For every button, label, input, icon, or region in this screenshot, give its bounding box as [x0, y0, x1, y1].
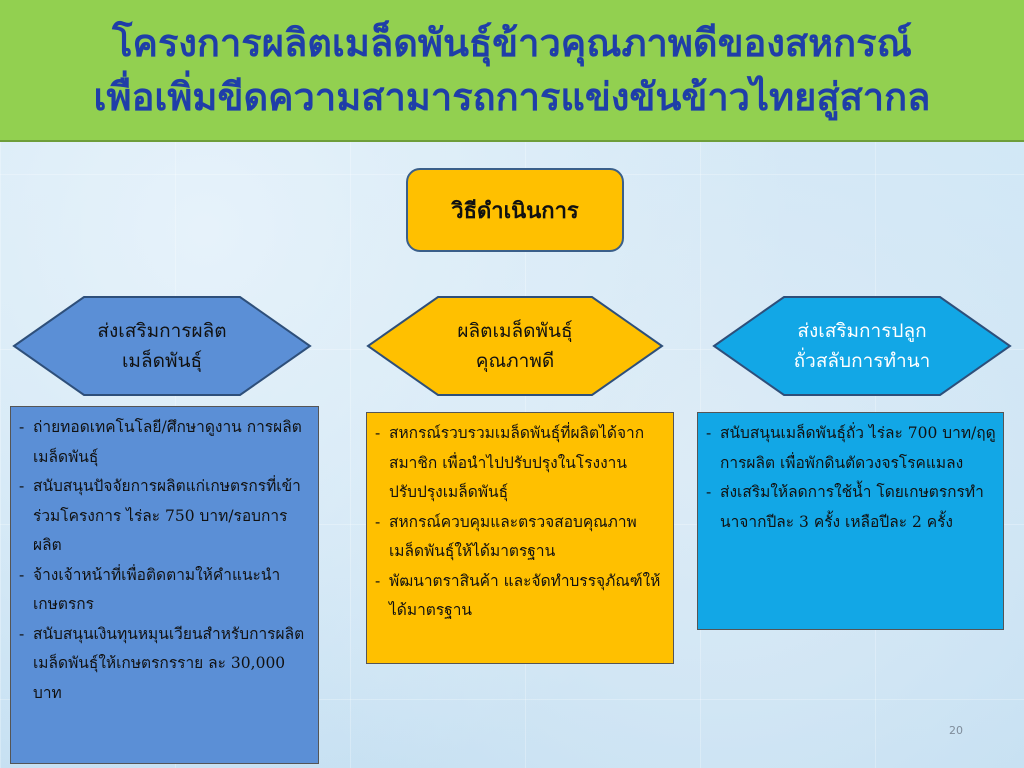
hexagon-label-line2: คุณภาพดี [475, 350, 555, 372]
panel-quality-seed: สหกรณ์รวบรวมเมล็ดพันธุ์ที่ผลิตได้จากสมาช… [366, 412, 674, 664]
panel-crop-rotation: สนับสนุนเมล็ดพันธุ์ถั่ว ไร่ละ 700 บาท/ฤด… [697, 412, 1004, 630]
panel-list: สนับสนุนเมล็ดพันธุ์ถั่ว ไร่ละ 700 บาท/ฤด… [706, 419, 997, 537]
list-item: สนับสนุนเมล็ดพันธุ์ถั่ว ไร่ละ 700 บาท/ฤด… [706, 419, 997, 478]
panel-list: ถ่ายทอดเทคโนโลยี/ศึกษาดูงาน การผลิตเมล็ด… [19, 413, 312, 708]
hexagon-label-line1: ส่งเสริมการปลูก [797, 320, 927, 342]
title-line-1: โครงการผลิตเมล็ดพันธุ์ข้าวคุณภาพดีของสหก… [112, 21, 912, 65]
method-label: วิธีดำเนินการ [451, 198, 579, 224]
list-item: สนับสนุนปัจจัยการผลิตแก่เกษตรกรที่เข้าร่… [19, 472, 312, 561]
hexagon-shape [712, 296, 1012, 396]
hexagon-crop-rotation: ส่งเสริมการปลูก ถั่วสลับการทำนา [712, 295, 1012, 397]
method-box: วิธีดำเนินการ [406, 168, 624, 252]
hexagon-quality-seed: ผลิตเมล็ดพันธุ์ คุณภาพดี [366, 295, 664, 397]
page-number: 20 [949, 724, 963, 737]
hexagon-label-line2: ถั่วสลับการทำนา [793, 350, 931, 372]
list-item: สนับสนุนเงินทุนหมุนเวียนสำหรับการผลิตเมล… [19, 620, 312, 709]
title-banner: โครงการผลิตเมล็ดพันธุ์ข้าวคุณภาพดีของสหก… [0, 0, 1024, 142]
hexagon-label-line1: ผลิตเมล็ดพันธุ์ [457, 320, 573, 342]
list-item: สหกรณ์ควบคุมและตรวจสอบคุณภาพเมล็ดพันธุ์ใ… [375, 508, 667, 567]
hexagon-shape [366, 296, 664, 396]
hexagon-label-line2: เมล็ดพันธุ์ [121, 350, 203, 372]
hexagon-shape [12, 296, 312, 396]
panel-list: สหกรณ์รวบรวมเมล็ดพันธุ์ที่ผลิตได้จากสมาช… [375, 419, 667, 626]
list-item: ถ่ายทอดเทคโนโลยี/ศึกษาดูงาน การผลิตเมล็ด… [19, 413, 312, 472]
list-item: พัฒนาตราสินค้า และจัดทำบรรจุภัณฑ์ให้ได้ม… [375, 567, 667, 626]
hexagon-label-line1: ส่งเสริมการผลิต [97, 320, 227, 342]
list-item: จ้างเจ้าหน้าที่เพื่อติดตามให้คำแนะนำเกษต… [19, 561, 312, 620]
hexagon-promote-production: ส่งเสริมการผลิต เมล็ดพันธุ์ [12, 295, 312, 397]
panel-promote-production: ถ่ายทอดเทคโนโลยี/ศึกษาดูงาน การผลิตเมล็ด… [10, 406, 319, 764]
list-item: ส่งเสริมให้ลดการใช้น้ำ โดยเกษตรกรทำนาจาก… [706, 478, 997, 537]
list-item: สหกรณ์รวบรวมเมล็ดพันธุ์ที่ผลิตได้จากสมาช… [375, 419, 667, 508]
title-line-2: เพื่อเพิ่มขีดความสามารถการแข่งขันข้าวไทย… [93, 75, 931, 119]
